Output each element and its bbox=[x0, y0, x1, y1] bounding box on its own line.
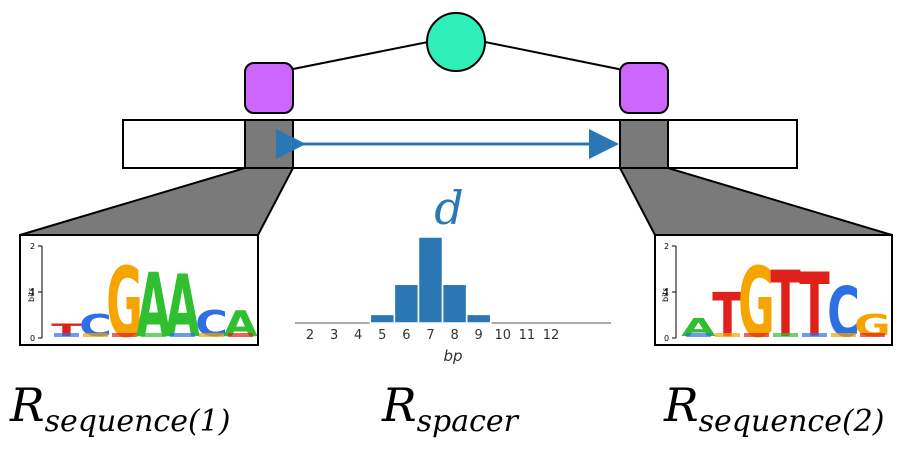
logo-left-minor-4 bbox=[141, 333, 166, 337]
protein-domain-right bbox=[619, 62, 669, 114]
label-r-sequence-1: Rsequence(1) bbox=[9, 378, 230, 439]
histogram-tick-10: 10 bbox=[495, 328, 512, 343]
logo-left-letter-6: C bbox=[195, 302, 228, 345]
logo-right-minor-3 bbox=[744, 333, 769, 337]
label-left-sub: sequence(1) bbox=[45, 404, 231, 439]
logo-right-minor-7 bbox=[860, 333, 885, 337]
logo-right-tick-1: 1 bbox=[664, 288, 669, 297]
logo-right-letter-7: G bbox=[854, 308, 891, 343]
logo-left-ylabel: bits bbox=[27, 287, 36, 302]
histogram-bar-6 bbox=[393, 283, 420, 324]
svg-text:Rsequence(2): Rsequence(2) bbox=[663, 378, 884, 439]
logo-right-letter-2: T bbox=[712, 280, 743, 351]
logo-left-minor-1 bbox=[54, 333, 79, 337]
logo-left-letter-7: A bbox=[223, 302, 258, 345]
logo-right-letter-5: T bbox=[799, 255, 830, 357]
logo-right-letter-4: T bbox=[770, 251, 800, 358]
logo-left-minor-7 bbox=[228, 333, 253, 337]
protein-link-left bbox=[267, 41, 429, 75]
logo-left-letter-5: A bbox=[165, 258, 200, 357]
logo-left-letter-2: C bbox=[79, 308, 112, 343]
protein-center-circle bbox=[426, 12, 486, 72]
label-left-base: R bbox=[9, 378, 45, 432]
logo-right-ylabel: bits bbox=[661, 287, 670, 302]
histogram-tick-5: 5 bbox=[378, 328, 386, 343]
motif-site-right bbox=[619, 119, 669, 169]
logo-left-letter-3: G bbox=[106, 246, 143, 359]
histogram-tick-8: 8 bbox=[450, 328, 458, 343]
histogram-tick-7: 7 bbox=[426, 328, 434, 343]
logo-right-minor-2 bbox=[715, 333, 740, 337]
logo-right-letter-1: A bbox=[681, 313, 716, 343]
logo-left-letter-1: T bbox=[51, 321, 81, 340]
logo-left-tick-2: 2 bbox=[30, 242, 35, 251]
distance-label: d bbox=[434, 181, 463, 235]
svg-text:Rspacer: Rspacer bbox=[381, 378, 520, 439]
label-mid-sub: spacer bbox=[417, 404, 520, 439]
logo-right-minor-6 bbox=[831, 333, 856, 337]
label-r-spacer: Rspacer bbox=[381, 378, 520, 439]
label-mid-base: R bbox=[381, 378, 417, 432]
protein-domain-left bbox=[244, 62, 294, 114]
histogram-tick-4: 4 bbox=[354, 328, 362, 343]
histogram-tick-11: 11 bbox=[519, 328, 536, 343]
logo-right-tick-0: 0 bbox=[664, 334, 669, 343]
svg-text:Rsequence(1): Rsequence(1) bbox=[9, 378, 230, 439]
logo-left-letter-4: A bbox=[136, 255, 171, 357]
logo-right-tick-2: 2 bbox=[664, 242, 669, 251]
logo-left-tick-1: 1 bbox=[30, 288, 35, 297]
histogram-tick-6: 6 bbox=[402, 328, 410, 343]
logo-right-minor-1 bbox=[686, 333, 711, 337]
protein-link-right bbox=[484, 41, 644, 75]
logo-left-tick-0: 0 bbox=[30, 334, 35, 343]
logo-right-minor-4 bbox=[773, 333, 798, 337]
label-right-base: R bbox=[663, 378, 699, 432]
logo-right-letter-6: C bbox=[827, 272, 860, 353]
histogram-tick-3: 3 bbox=[330, 328, 338, 343]
zoom-trapezoid-right bbox=[618, 167, 893, 236]
histogram-tick-12: 12 bbox=[543, 328, 560, 343]
histogram-tick-9: 9 bbox=[475, 328, 483, 343]
logo-left-minor-6 bbox=[199, 333, 224, 337]
label-r-sequence-2: Rsequence(2) bbox=[663, 378, 884, 439]
histogram-xlabel: bp bbox=[443, 347, 462, 365]
logo-right-letter-3: G bbox=[738, 246, 775, 359]
logo-left-minor-2 bbox=[83, 333, 108, 337]
histogram-tick-2: 2 bbox=[306, 328, 314, 343]
spacer-distribution-chart: 2 3 4 5 6 7 8 9 10 11 12 bp bbox=[295, 236, 611, 365]
logo-left-minor-5 bbox=[170, 333, 195, 337]
motif-site-left bbox=[244, 119, 294, 169]
label-right-sub: sequence(2) bbox=[699, 404, 885, 439]
logo-right-minor-5 bbox=[802, 333, 827, 337]
logo-left-minor-3 bbox=[112, 333, 137, 337]
histogram-bar-9 bbox=[465, 313, 492, 324]
histogram-bar-7 bbox=[417, 236, 444, 324]
histogram-bar-5 bbox=[369, 313, 396, 324]
zoom-trapezoid-left bbox=[19, 167, 295, 236]
histogram-bar-8 bbox=[441, 283, 468, 324]
